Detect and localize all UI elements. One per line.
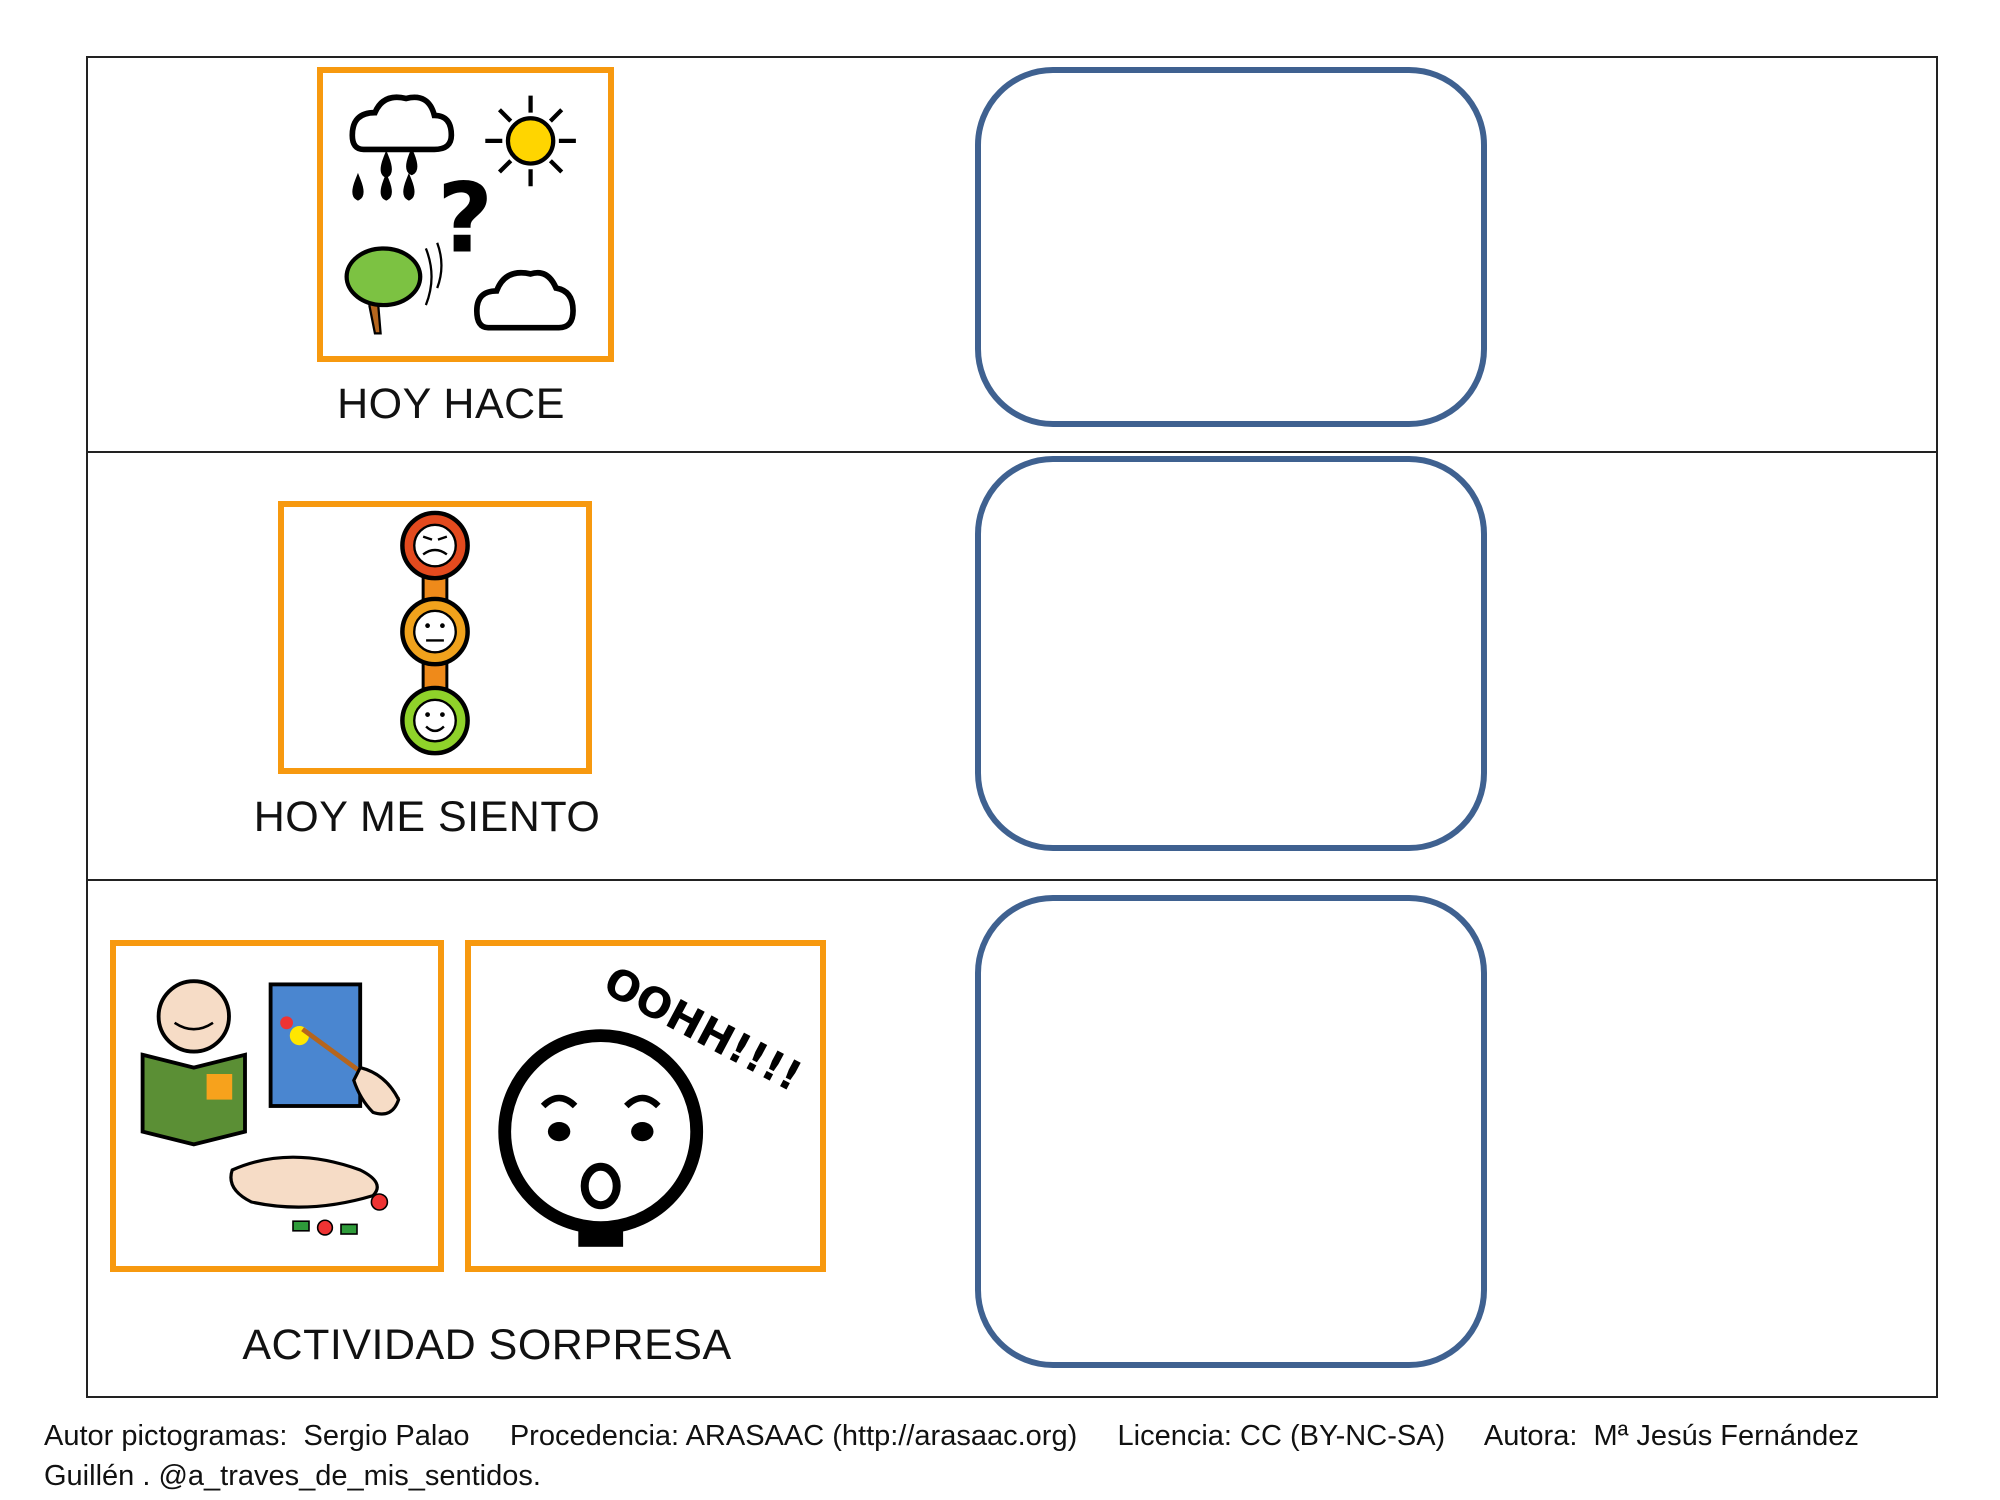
credits-line-1: Autor pictogramas: Sergio Palao Proceden… [44,1420,1859,1452]
row-label-hoy-hace: HOY HACE [337,380,565,428]
row-label-actividad-sorpresa: ACTIVIDAD SORPRESA [242,1321,732,1369]
row-label-hoy-me-siento: HOY ME SIENTO [253,793,601,841]
hand-pieces-icon [229,1155,389,1236]
credits-line-2: Guillén . @a_traves_de_mis_sentidos. [44,1460,541,1492]
row-divider [86,451,1938,453]
surprised-face-icon [498,1029,704,1247]
question-mark-icon: ? [437,162,493,274]
answer-box-activity[interactable] [975,895,1487,1368]
cloud-icon [473,269,576,331]
sun-icon [485,95,576,187]
surprise-face-pictogram: OOHH!!!! [465,940,826,1272]
answer-box-weather[interactable] [975,67,1487,427]
row-divider [86,879,1938,881]
neutral-face-icon [400,596,470,667]
activity-table [86,56,1938,1398]
activities-pictogram [110,940,444,1272]
weather-question-pictogram: ? [317,67,614,362]
windy-tree-icon [344,242,443,335]
child-reading-icon [140,979,247,1147]
answer-box-feeling[interactable] [975,456,1487,851]
angry-face-icon [400,510,470,581]
painting-icon [268,982,401,1116]
happy-face-icon [400,685,470,756]
emotion-thermometer-pictogram [278,501,592,774]
rain-cloud-icon [349,94,455,201]
